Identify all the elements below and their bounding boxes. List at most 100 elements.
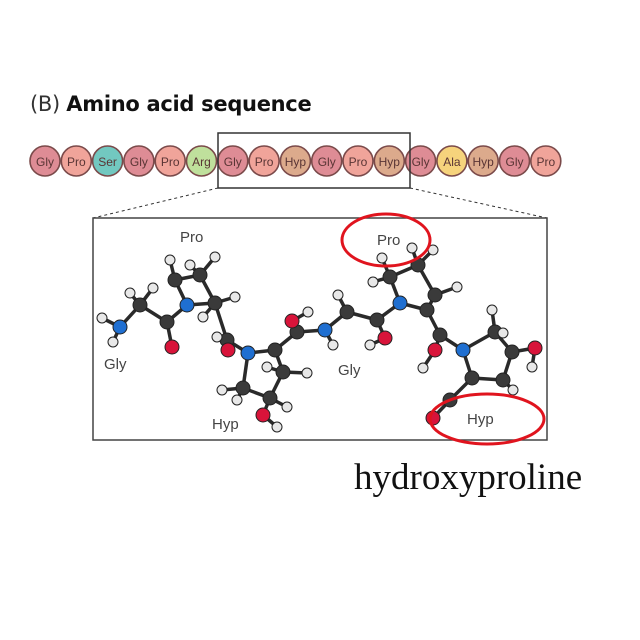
residue-bead bbox=[342, 145, 374, 177]
carbon-atom bbox=[464, 370, 480, 386]
hydrogen-atom bbox=[507, 384, 519, 396]
hydrogen-atom bbox=[107, 336, 119, 348]
residue-label: Gly bbox=[130, 155, 148, 169]
hydroxyproline-caption: hydroxyproline bbox=[354, 457, 583, 498]
hydrogen-atom bbox=[147, 282, 159, 294]
nitrogen-atom bbox=[240, 345, 256, 361]
oxygen-atom bbox=[255, 407, 271, 423]
highlight-circle-hyp bbox=[428, 392, 546, 446]
residue-label: Pro bbox=[255, 155, 274, 169]
carbon-atom bbox=[167, 272, 183, 288]
molecule-label-pro-1: Pro bbox=[180, 229, 203, 246]
hydrogen-atom bbox=[209, 251, 221, 263]
residue-gly: Gly bbox=[404, 145, 437, 177]
hydrogen-atom bbox=[216, 384, 228, 396]
dashed-connector-right bbox=[409, 187, 548, 219]
residue-gly: Gly bbox=[123, 145, 155, 177]
molecule-label-gly-1: Gly bbox=[104, 356, 127, 373]
oxygen-atom bbox=[284, 313, 300, 329]
hydrogen-atom bbox=[376, 252, 388, 264]
residue-hyp: Hyp bbox=[279, 145, 312, 177]
oxygen-atom bbox=[527, 340, 543, 356]
residue-bead bbox=[436, 145, 468, 177]
carbon-atom bbox=[132, 297, 148, 313]
residue-label: Pro bbox=[349, 155, 368, 169]
highlight-circle-pro bbox=[340, 212, 432, 268]
residue-bead bbox=[498, 145, 531, 177]
hydrogen-atom bbox=[302, 306, 314, 318]
residue-label: Pro bbox=[536, 155, 555, 169]
hydrogen-atom bbox=[417, 362, 429, 374]
title-heading: Amino acid sequence bbox=[66, 92, 312, 116]
residue-arg: Arg bbox=[185, 145, 218, 177]
residue-bead bbox=[154, 145, 186, 177]
carbon-atom bbox=[267, 342, 283, 358]
carbon-atom bbox=[235, 380, 251, 396]
nitrogen-atom bbox=[112, 319, 128, 335]
residue-pro: Pro bbox=[154, 145, 186, 177]
residue-label: Ser bbox=[98, 155, 117, 169]
hydrogen-atom bbox=[451, 281, 463, 293]
carbon-atom bbox=[159, 314, 175, 330]
residue-label: Hyp bbox=[285, 155, 307, 169]
residue-label: Pro bbox=[67, 155, 86, 169]
nitrogen-atom bbox=[455, 342, 471, 358]
oxygen-atom bbox=[164, 339, 180, 355]
residue-ala: Ala bbox=[436, 145, 468, 177]
hydrogen-atom bbox=[406, 242, 418, 254]
residue-ser: Ser bbox=[91, 145, 124, 177]
carbon-atom bbox=[504, 344, 520, 360]
hydrogen-atom bbox=[96, 312, 108, 324]
hydrogen-atom bbox=[271, 421, 283, 433]
residue-pro: Pro bbox=[248, 145, 280, 177]
residue-label: Arg bbox=[192, 155, 211, 169]
residue-label: Gly bbox=[412, 155, 430, 169]
residue-gly: Gly bbox=[310, 145, 343, 177]
residue-pro: Pro bbox=[342, 145, 374, 177]
nitrogen-atom bbox=[179, 297, 195, 313]
residue-label: Gly bbox=[224, 155, 242, 169]
oxygen-atom bbox=[220, 342, 236, 358]
carbon-atom bbox=[369, 312, 385, 328]
hydrogen-atom bbox=[229, 291, 241, 303]
residue-bead bbox=[91, 145, 124, 177]
hydrogen-atom bbox=[332, 289, 344, 301]
carbon-atom bbox=[495, 372, 511, 388]
amino-acid-sequence: Gly Pro Ser Gly Pro Arg Gly Pro Hyp Gly Pro Hyp Gly A… bbox=[29, 145, 562, 177]
residue-bead bbox=[373, 145, 406, 177]
residue-label: Hyp bbox=[379, 155, 401, 169]
panel-label: (B) bbox=[30, 92, 60, 116]
carbon-atom bbox=[192, 267, 208, 283]
carbon-atom bbox=[275, 364, 291, 380]
zoom-selection-box bbox=[217, 132, 411, 189]
nitrogen-atom bbox=[392, 295, 408, 311]
hydrogen-atom bbox=[231, 394, 243, 406]
hydrogen-atom bbox=[486, 304, 498, 316]
molecule-label-hyp-2: Hyp bbox=[467, 411, 494, 428]
residue-pro: Pro bbox=[60, 145, 93, 177]
residue-gly: Gly bbox=[217, 145, 249, 177]
residue-bead bbox=[60, 145, 93, 177]
carbon-atom bbox=[432, 327, 448, 343]
hydrogen-atom bbox=[281, 401, 293, 413]
hydrogen-atom bbox=[211, 331, 223, 343]
hydrogen-atom bbox=[526, 361, 538, 373]
hydrogen-atom bbox=[164, 254, 176, 266]
hydrogen-atom bbox=[197, 311, 209, 323]
residue-bead bbox=[529, 145, 562, 177]
molecule-label-gly-2: Gly bbox=[338, 362, 361, 379]
carbon-atom bbox=[419, 302, 435, 318]
oxygen-atom bbox=[377, 330, 393, 346]
hydrogen-atom bbox=[327, 339, 339, 351]
residue-label: Gly bbox=[318, 155, 336, 169]
hydrogen-atom bbox=[261, 361, 273, 373]
residue-gly: Gly bbox=[29, 145, 61, 177]
residue-pro: Pro bbox=[529, 145, 562, 177]
residue-hyp: Hyp bbox=[467, 145, 500, 177]
residue-bead bbox=[310, 145, 343, 177]
dashed-connector-left bbox=[92, 187, 219, 219]
residue-bead bbox=[404, 145, 437, 177]
residue-bead bbox=[467, 145, 500, 177]
residue-label: Pro bbox=[161, 155, 180, 169]
